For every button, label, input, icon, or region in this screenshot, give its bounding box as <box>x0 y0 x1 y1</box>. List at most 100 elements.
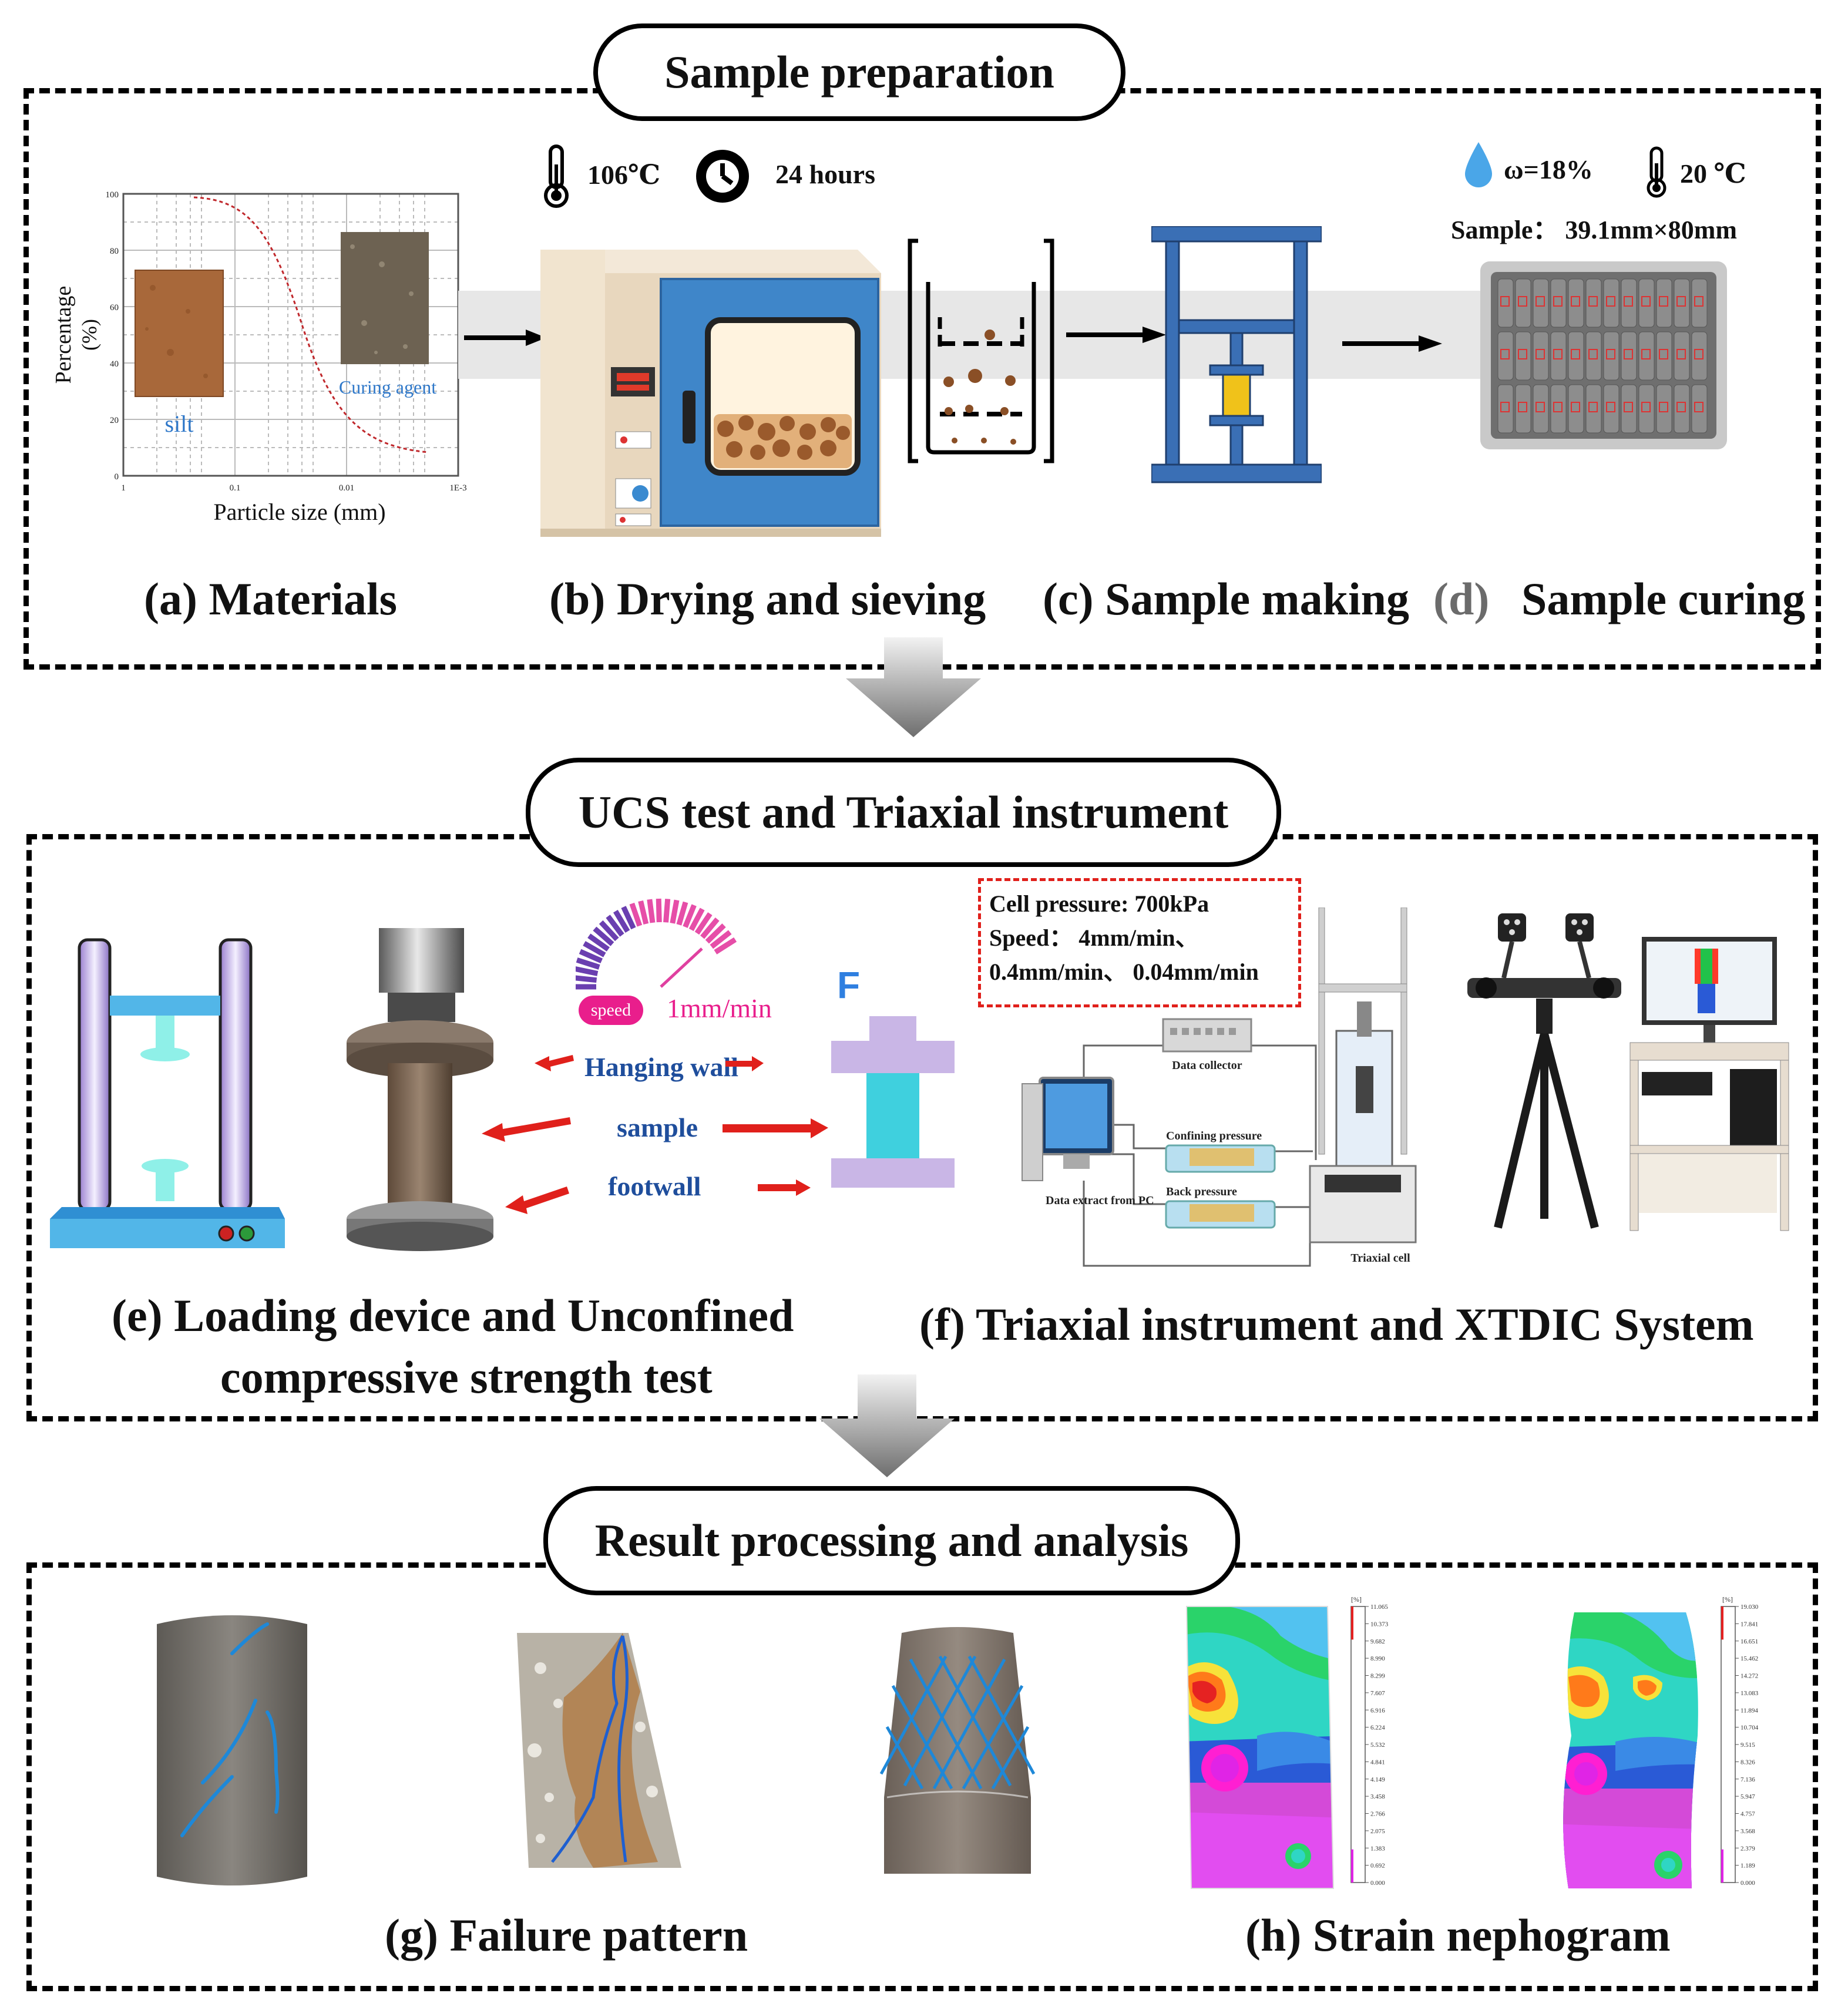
sample-tag <box>1535 296 1545 307</box>
gauge-tick <box>579 949 603 964</box>
ucs-schematic <box>831 1016 955 1188</box>
y-tick: 20 <box>110 416 119 425</box>
tray-sample <box>1656 278 1672 328</box>
data-collector-label: Data collector <box>1172 1059 1242 1072</box>
oven-control-panel <box>611 367 655 396</box>
legend-tick-label: 7.607 <box>1370 1690 1385 1697</box>
legend-tick-label: 5.532 <box>1370 1742 1385 1749</box>
sample-tag <box>1624 349 1633 359</box>
legend-color-band <box>1351 1849 1353 1883</box>
sample-tag <box>1500 349 1510 359</box>
legend-tick-label: 6.916 <box>1370 1707 1385 1714</box>
force-label: F <box>837 964 861 1006</box>
tray-sample <box>1638 384 1655 433</box>
gauge-scale <box>576 898 737 990</box>
sample-tag <box>1500 296 1510 307</box>
sample-tag <box>1588 349 1598 359</box>
triaxial-cell-label: Triaxial cell <box>1350 1252 1410 1265</box>
tray-sample <box>1568 278 1584 328</box>
strain-nephogram-2: [%] 19.03017.84116.65115.46214.27213.083… <box>1563 1595 1759 1888</box>
legend-bar <box>1350 1606 1366 1883</box>
sample-tag <box>1606 296 1615 307</box>
tray-sample <box>1515 278 1531 328</box>
sample-tag <box>1553 402 1563 412</box>
curing-sample-size: Sample： 39.1mm×80mm <box>1451 216 1738 244</box>
legend-color-band <box>1351 1606 1353 1640</box>
curing-agent-photo <box>341 232 429 364</box>
sample-tag <box>1694 349 1703 359</box>
sample-tag <box>1641 402 1651 412</box>
gauge-tick <box>656 898 662 923</box>
legend-tick-label: 2.766 <box>1370 1811 1385 1818</box>
tray-sample <box>1568 384 1584 433</box>
sample-tag <box>1659 349 1668 359</box>
tray-sample <box>1585 278 1602 328</box>
sample-tag <box>1606 402 1615 412</box>
gauge-tick <box>629 902 643 927</box>
tray-sample <box>1550 384 1567 433</box>
panel-label-d-prefix: (d) <box>1433 573 1490 624</box>
y-tick: 0 <box>115 472 119 482</box>
failure-specimen-3 <box>879 1627 1036 1874</box>
legend-tick-label: 2.075 <box>1370 1828 1385 1835</box>
panel-label-c: (c) Sample making <box>1043 573 1409 624</box>
y-tick: 100 <box>106 190 119 200</box>
y-tick: 80 <box>110 247 119 256</box>
pc-label: Data extract from PC <box>1046 1194 1154 1207</box>
sample-tag <box>1553 296 1563 307</box>
gauge-tick <box>700 917 720 939</box>
tray-sample <box>1621 384 1637 433</box>
sample-press <box>1151 226 1322 483</box>
legend-tick-label: 8.326 <box>1741 1759 1755 1766</box>
loading-device <box>50 938 285 1248</box>
panel-label-f: (f) Triaxial instrument and XTDIC System <box>919 1299 1754 1350</box>
failure-specimen-2 <box>517 1633 681 1868</box>
legend-bar <box>1721 1606 1736 1883</box>
gauge-tick <box>714 937 737 954</box>
sample-tag <box>1694 296 1703 307</box>
legend-color-band <box>1721 1849 1723 1883</box>
x-tick: 1E-3 <box>449 483 466 493</box>
gauge-tick <box>613 910 630 933</box>
data-collector-device <box>1162 1018 1252 1053</box>
legend-tick-label: 9.682 <box>1370 1638 1385 1645</box>
gauge-tick <box>593 926 614 946</box>
triaxial-speed-line1: Speed： 4mm/min、 <box>989 925 1199 951</box>
gauge-tick <box>587 933 610 952</box>
y-tick: 40 <box>110 359 119 369</box>
gauge-tick <box>583 941 606 957</box>
speed-badge-text: speed <box>590 1000 631 1020</box>
gauge-tick <box>688 907 705 932</box>
gauge-tick <box>599 920 619 942</box>
silt-sample-photo <box>135 270 223 396</box>
tray-sample <box>1497 278 1514 328</box>
water-drop-icon <box>1465 142 1492 187</box>
legend-tick-label: 8.990 <box>1370 1655 1385 1662</box>
gauge-tick <box>638 900 649 925</box>
sample-tag <box>1641 349 1651 359</box>
grading-curve <box>193 196 429 453</box>
legend-tick-label: 10.704 <box>1741 1725 1759 1732</box>
gauge-tick <box>663 899 671 923</box>
ucs-pointer-arrows <box>482 1055 828 1214</box>
legend-tick-label: 11.894 <box>1741 1707 1758 1714</box>
section-title-text: Sample preparation <box>664 46 1054 98</box>
failure-specimen-1 <box>157 1615 307 1885</box>
x-tick: 0.01 <box>339 483 354 493</box>
tray-sample <box>1550 278 1567 328</box>
legend-tick-label: 17.841 <box>1741 1621 1758 1628</box>
gauge-tick <box>647 899 656 923</box>
nephogram-unit: [%] <box>1722 1595 1733 1604</box>
panel-label-h: (h) Strain nephogram <box>1245 1910 1671 1961</box>
process-arrow-b-c <box>1066 327 1166 343</box>
curing-moisture: ω=18% <box>1504 154 1593 184</box>
process-arrow-a-b <box>464 330 546 346</box>
panel-label-b: (b) Drying and sieving <box>549 573 986 624</box>
thermometer-icon <box>544 144 569 208</box>
tray-sample <box>1674 384 1690 433</box>
legend-tick-label: 3.458 <box>1370 1793 1385 1800</box>
tray-sample <box>1533 331 1549 381</box>
panel-label-g: (g) Failure pattern <box>385 1910 748 1961</box>
gauge-tick <box>576 975 597 983</box>
sample-tag <box>1571 402 1580 412</box>
